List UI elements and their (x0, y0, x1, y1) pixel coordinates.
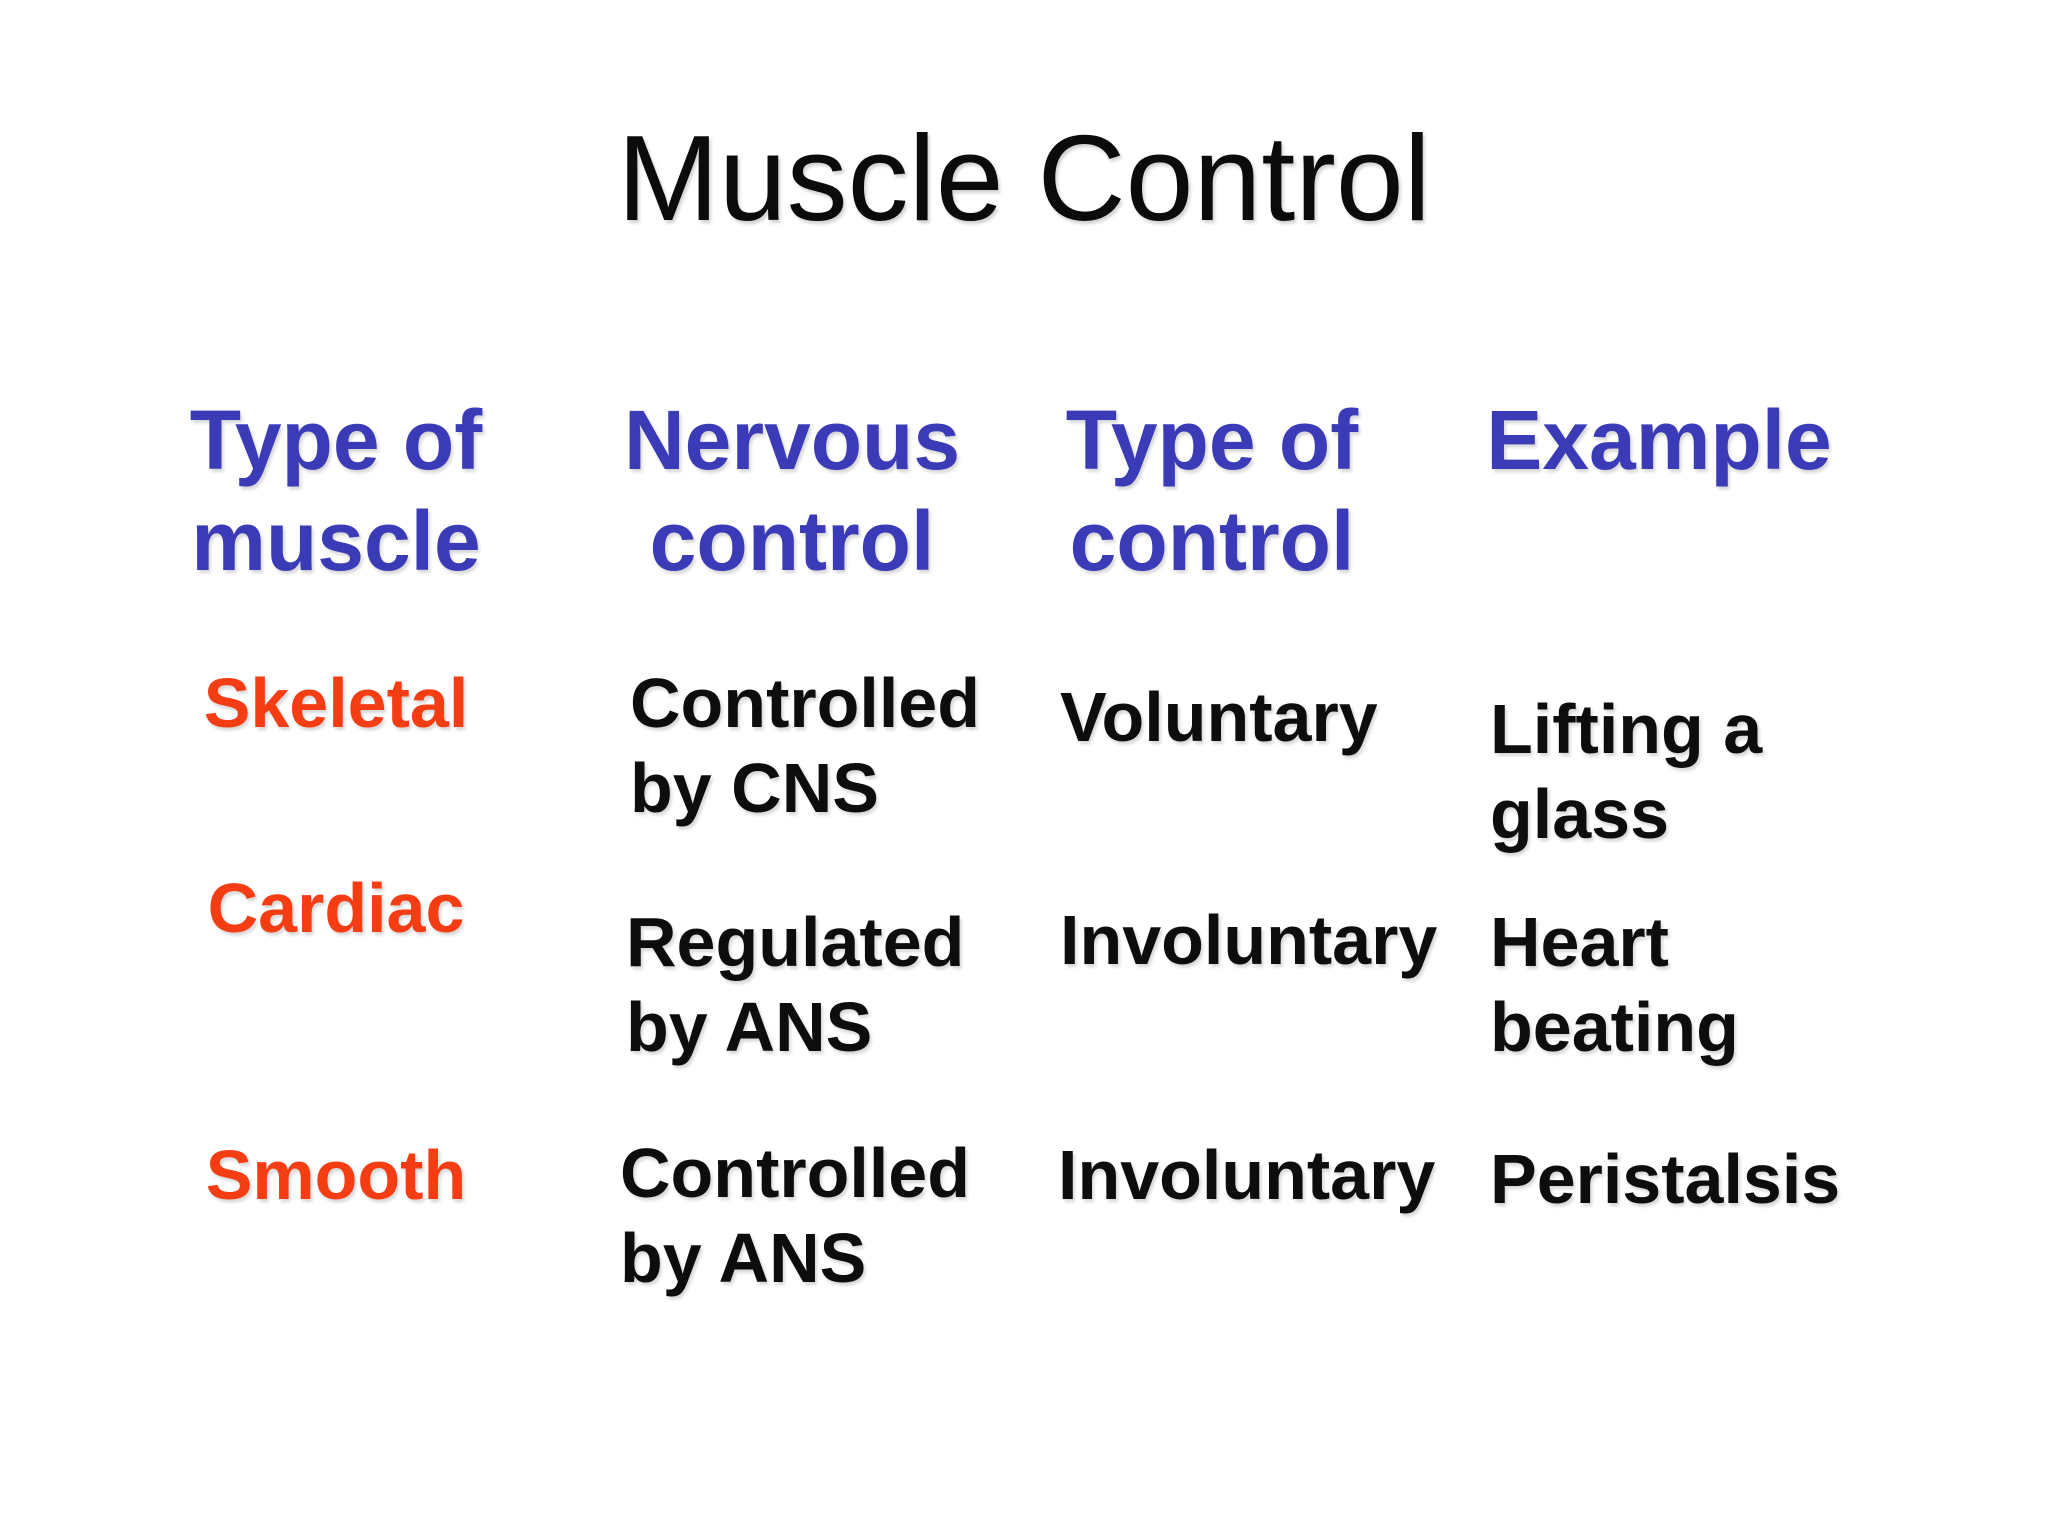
cell-cardiac-type-of-control: Involuntary (1060, 901, 1438, 979)
cell-line: Lifting a (1490, 690, 1763, 768)
cell-skeletal-type-of-control: Voluntary (1060, 678, 1378, 756)
header-line: control (649, 494, 935, 588)
header-line: Type of (189, 393, 483, 487)
cell-line: Heart (1490, 903, 1669, 981)
header-line: muscle (191, 494, 481, 588)
header-line: Example (1486, 393, 1832, 487)
cell-line: glass (1490, 775, 1669, 853)
cell-line: Peristalsis (1490, 1140, 1841, 1218)
cell-skeletal-nervous-control: Controlled by CNS (630, 661, 980, 831)
row-label-cardiac: Cardiac (207, 869, 465, 947)
header-line: Type of (1065, 393, 1359, 487)
column-header-type-of-control: Type of control (1012, 390, 1412, 592)
cell-cardiac-nervous-control: Regulated by ANS (626, 900, 964, 1070)
column-header-example: Example (1459, 390, 1859, 491)
header-line: control (1069, 494, 1355, 588)
column-header-nervous-control: Nervous control (592, 390, 992, 592)
cell-smooth-nervous-control: Controlled by ANS (620, 1131, 970, 1301)
cell-line: Regulated (626, 903, 965, 981)
cell-line: Controlled (620, 1134, 970, 1212)
cell-smooth-example: Peristalsis (1490, 1137, 1840, 1222)
cell-smooth-type-of-control: Involuntary (1058, 1136, 1436, 1214)
header-line: Nervous (623, 393, 961, 487)
row-label-smooth: Smooth (205, 1136, 467, 1214)
cell-line: beating (1490, 988, 1739, 1066)
cell-skeletal-example: Lifting a glass (1490, 687, 1762, 857)
column-header-type-of-muscle: Type of muscle (136, 390, 536, 592)
slide-title: Muscle Control (617, 110, 1431, 246)
cell-line: Controlled (630, 664, 980, 742)
cell-cardiac-example: Heart beating (1490, 900, 1739, 1070)
cell-line: by CNS (630, 749, 879, 827)
row-label-skeletal: Skeletal (203, 664, 469, 742)
cell-line: by ANS (626, 988, 873, 1066)
cell-line: by ANS (620, 1219, 867, 1297)
